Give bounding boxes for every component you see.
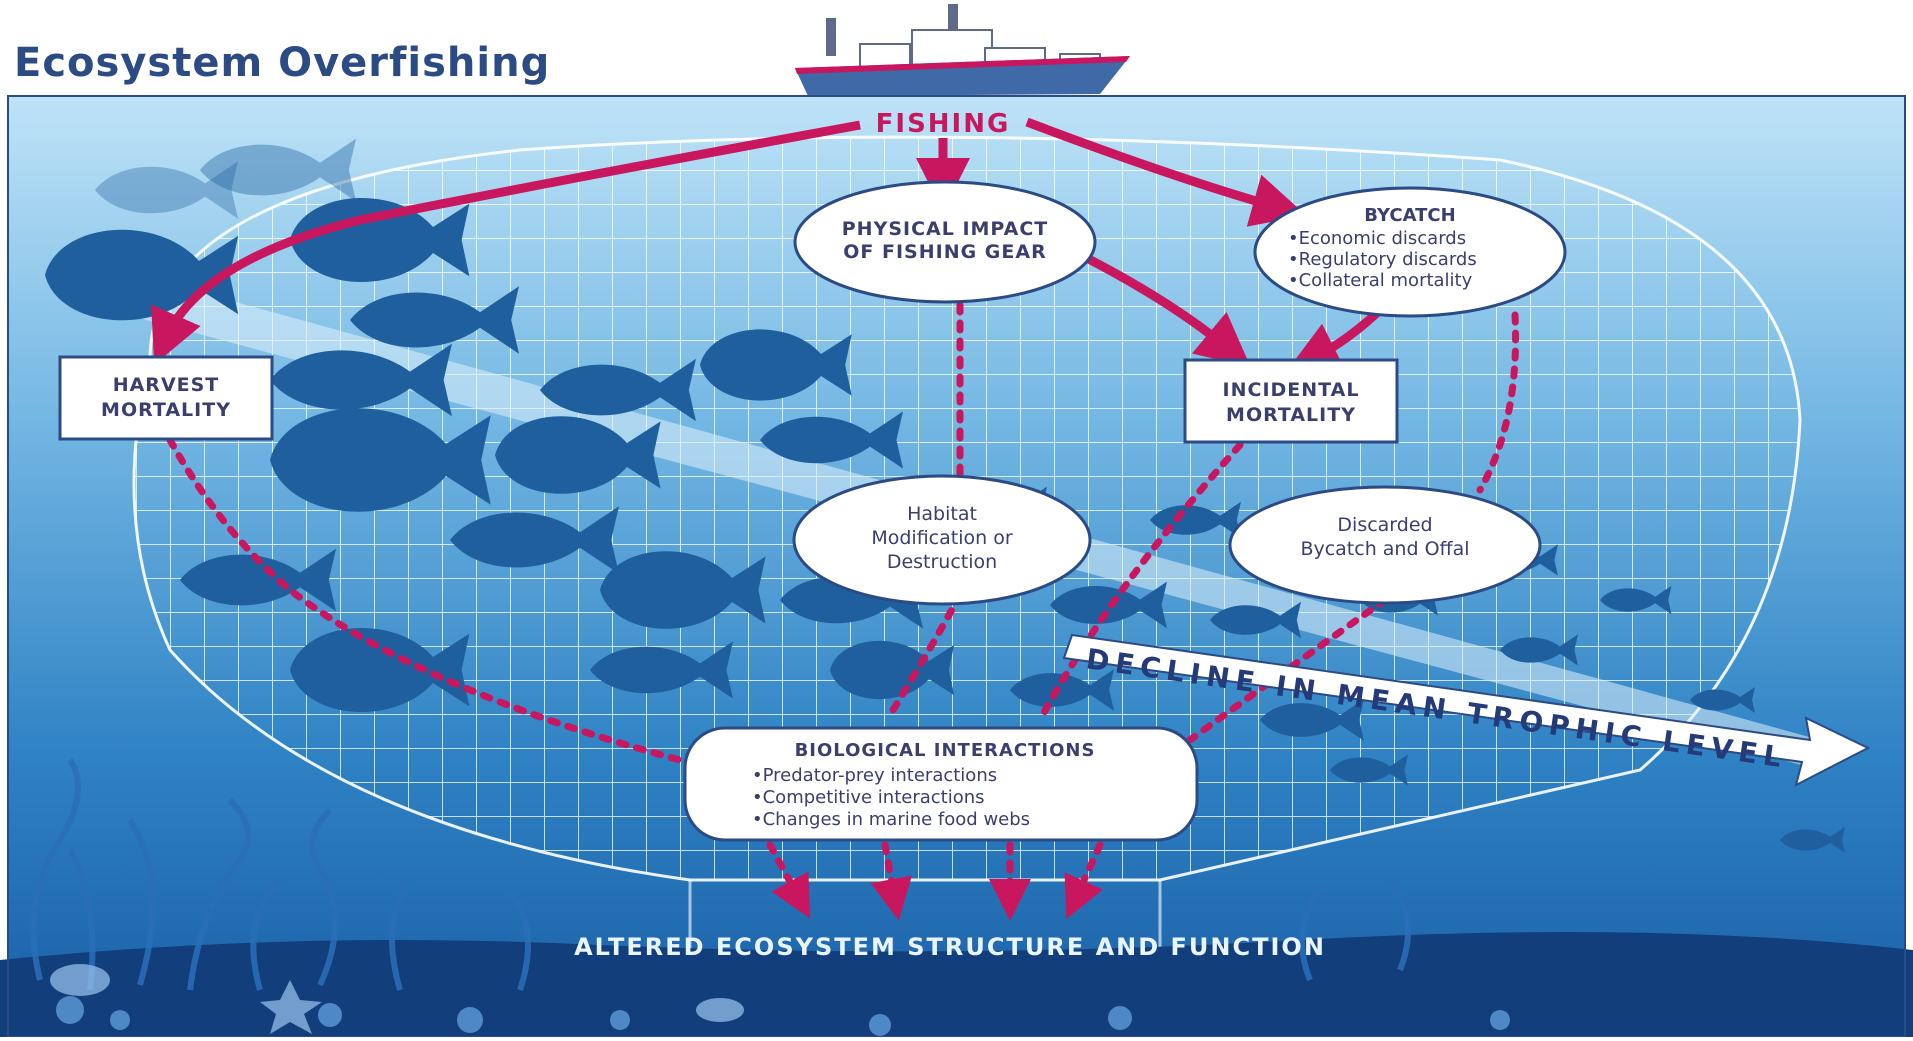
physical-impact-line2: OF FISHING GEAR — [843, 241, 1046, 263]
dots-outcome-1 — [766, 841, 811, 919]
biological-item: •Competitive interactions — [752, 787, 985, 808]
dots-discarded-to-biological — [1186, 596, 1389, 744]
dots-outcome-2 — [870, 841, 912, 921]
dotted-outcome-arrows — [766, 841, 1104, 921]
discarded-line2: Bycatch and Offal — [1300, 538, 1469, 560]
dotted-arrows — [166, 301, 1520, 764]
discarded-line1: Discarded — [1337, 514, 1432, 536]
dots-bycatch-to-discarded — [1476, 311, 1520, 494]
arrow-to-bycatch — [1025, 117, 1306, 227]
fishing-label: FISHING — [876, 109, 1011, 139]
outcome-label: ALTERED ECOSYSTEM STRUCTURE AND FUNCTION — [574, 933, 1326, 961]
habitat-line3: Destruction — [887, 551, 997, 573]
biological-item: •Predator-prey interactions — [752, 765, 997, 786]
physical-impact-node: PHYSICAL IMPACT OF FISHING GEAR — [793, 180, 1097, 304]
dots-outcome-4 — [1064, 841, 1104, 920]
habitat-line1: Habitat — [907, 503, 977, 525]
bycatch-node: BYCATCH •Economic discards •Regulatory d… — [1253, 186, 1567, 318]
dots-harvest-to-biological — [166, 436, 684, 764]
seafloor — [0, 758, 1913, 1037]
biological-heading: BIOLOGICAL INTERACTIONS — [795, 740, 1096, 761]
arrow-to-harvest — [151, 120, 861, 365]
diagram-title: Ecosystem Overfishing — [14, 40, 551, 86]
incidental-line1: INCIDENTAL — [1223, 379, 1360, 401]
physical-impact-line1: PHYSICAL IMPACT — [842, 218, 1048, 240]
harvest-line1: HARVEST — [113, 374, 220, 396]
harvest-mortality-node: HARVEST MORTALITY — [58, 355, 274, 441]
discarded-node: Discarded Bycatch and Offal — [1228, 485, 1542, 605]
solid-arrows — [151, 117, 1389, 373]
bycatch-item: •Collateral mortality — [1288, 270, 1473, 291]
arrow-physical-to-incidental — [1072, 247, 1251, 368]
biological-interactions-node: BIOLOGICAL INTERACTIONS •Predator-prey i… — [683, 726, 1199, 842]
bycatch-item: •Regulatory discards — [1288, 249, 1477, 270]
habitat-node: Habitat Modification or Destruction — [792, 474, 1092, 606]
fishing-boat — [795, 4, 1130, 96]
incidental-mortality-node: INCIDENTAL MORTALITY — [1183, 358, 1399, 444]
biological-item: •Changes in marine food webs — [752, 809, 1030, 830]
bycatch-item: •Economic discards — [1288, 228, 1466, 249]
dots-incidental-to-biological — [1036, 441, 1244, 724]
harvest-line2: MORTALITY — [101, 399, 231, 421]
bycatch-heading: BYCATCH — [1364, 205, 1455, 226]
incidental-line2: MORTALITY — [1226, 404, 1356, 426]
habitat-line2: Modification or — [871, 527, 1012, 549]
